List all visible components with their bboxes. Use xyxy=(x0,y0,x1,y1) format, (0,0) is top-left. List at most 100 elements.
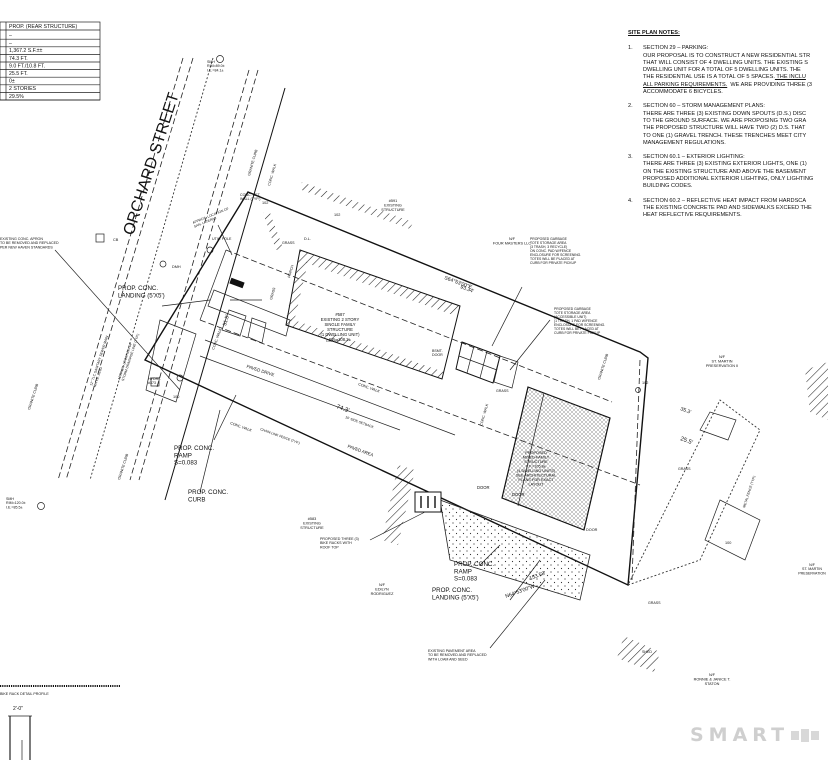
label-line: ROOF TOP xyxy=(320,545,339,549)
note-tail: WE ARE PROVIDING THREE (3 xyxy=(727,81,812,88)
label-dim-153: 153.58' xyxy=(529,570,547,581)
zoning-table-cell: 9.0 FT./10.8 FT. xyxy=(9,63,45,69)
label-dl: D.L. xyxy=(304,237,311,241)
label-line: (ACCESSIBLE UNIT) xyxy=(554,315,586,319)
label-line: BSMT. xyxy=(432,349,443,353)
label-line: PROP. CONC. xyxy=(454,561,494,568)
hatched-walls xyxy=(263,182,828,672)
label-line: (3 TRASH, 3 RECYCLE) xyxy=(530,245,567,249)
label-line: S=0.083 xyxy=(174,460,198,467)
street-name: ORCHARD STREET xyxy=(121,91,183,238)
leader-lines xyxy=(54,249,551,649)
label-line: ON CONC. PAD W/FENCE xyxy=(530,249,572,253)
label-dim-25: 25.5' xyxy=(679,436,693,446)
label-line: PROP. CONC. xyxy=(188,489,228,496)
label-line: EDILYN xyxy=(375,587,389,591)
label-line: ST. MARTIN xyxy=(802,567,822,571)
note-line: TO ONE (1) GRAVEL TRENCH. THESE TRENCHES… xyxy=(643,132,807,139)
label-line: RONNIE & JANICE T. xyxy=(694,677,731,681)
proposed-building xyxy=(501,386,611,531)
label-line: PROPOSED xyxy=(525,451,547,455)
label-line: SEE ARCHITECTURAL xyxy=(516,473,556,477)
label-line: RODRIGUEZ xyxy=(371,592,394,596)
label-line: N/F xyxy=(709,673,716,677)
note-line: THE RESIDENTIAL USE IS A TOTAL OF 5 SPAC… xyxy=(643,74,806,81)
label-dim-100: 100 xyxy=(173,395,179,399)
label-line: FOUR MASTERS LLC xyxy=(493,241,531,245)
label-conc-walk: CONC. WALK xyxy=(479,403,489,426)
label-dim-102: 102 xyxy=(334,213,340,217)
label-grass: GRASS xyxy=(648,601,661,605)
note-line: ON THE EXISTING STRUCTURE AND ABOVE THE … xyxy=(643,168,807,175)
label-util-pole: UTIL. POLE xyxy=(212,237,232,241)
label-line: EXISTING 2 STORY xyxy=(321,317,360,322)
label-sewer-main: 12" TLC SANITARY SEWER MAINMH I.E. 83.83 xyxy=(89,335,113,388)
label-line: (1 DWELLING UNIT) xyxy=(320,332,360,337)
garbage-enclosure xyxy=(455,341,519,389)
label-line: #587 xyxy=(335,312,345,317)
label-line: LANDING (5'X5') xyxy=(118,292,165,299)
label-line: MH I.E. 83.83 xyxy=(93,366,103,387)
label-line: SMH xyxy=(6,497,14,501)
label-line: TOTE STORAGE AREA xyxy=(554,311,591,315)
label-dim-100: 100 xyxy=(725,541,731,545)
note-line: THERE ARE THREE (3) EXISTING EXTERIOR LI… xyxy=(643,161,807,168)
zoning-table-cell: 1,367.2 S.F.±± xyxy=(9,48,43,54)
label-grass: GRASS xyxy=(282,241,295,245)
zoning-table-cell: 29.5% xyxy=(9,94,24,100)
label-line: GRANITE CURB xyxy=(247,148,258,176)
label-line: #373 xyxy=(148,381,156,385)
label-line: RIM=120.0± xyxy=(6,501,26,505)
note-number: 3. xyxy=(628,154,633,161)
label-line: I.E.=84.1± xyxy=(207,68,223,72)
label-line: RIM=89.0± xyxy=(207,64,225,68)
label-line: ENCLOSURE FOR SCREENING. xyxy=(530,253,581,257)
label-door: DOOR xyxy=(477,485,490,490)
note-line: HEAT REFLECTIVE REQUIREMENTS. xyxy=(643,212,742,219)
note-line: OUR PROPOSAL IS TO CONSTRUCT A NEW RESID… xyxy=(643,52,811,59)
label-line: ENCLOSURE FOR SCREENING. xyxy=(554,323,605,327)
label-hydrant: HYDRT.#373 xyxy=(148,377,161,385)
note-item: 3.SECTION 60.1 – EXTERIOR LIGHTING:THERE… xyxy=(628,154,828,190)
label-grass: GRASS xyxy=(269,286,276,300)
label-line: PROPOSED THREE (3) xyxy=(320,537,359,541)
label-line: N/F xyxy=(809,563,816,567)
orchard-street: ORCHARD STREET xyxy=(57,57,286,501)
label-line: STRUCTURE xyxy=(524,460,548,464)
note-line: ALL PARKING REQUIREMENTS. WE ARE PROVIDI… xyxy=(643,81,812,88)
bike-rack-detail: BIKE RACK DETAIL PROFILE 2'-0" xyxy=(0,685,120,760)
label-conc-landing-bot: PROP. CONC.LANDING (5'X5') xyxy=(432,587,479,601)
label-line: 10' SIDE SETBACK xyxy=(345,415,375,429)
label-bsmt-door: BSMT.DOOR xyxy=(432,349,443,357)
label-line: PAVED DRIVE xyxy=(246,364,275,378)
label-dim-102: 102 xyxy=(262,201,268,205)
label-line: N/F xyxy=(719,355,726,359)
label-cb: CB xyxy=(113,238,119,242)
note-item: 4.SECTION 60.2 – REFLECTIVE HEAT IMPACT … xyxy=(628,198,828,220)
label-line: DMH xyxy=(172,265,181,269)
site-plan-notes: SITE PLAN NOTES: 1.SECTION 29 – PARKING:… xyxy=(628,30,828,227)
label-line: CURB xyxy=(188,496,206,503)
note-line: MANAGEMENT REGULATIONS. xyxy=(643,139,726,146)
label-sewer-lateral: APPROX. LOCATION OFSAN. LATERAL xyxy=(192,207,231,229)
zoning-table-cell: – xyxy=(9,33,12,39)
label-conc-walk: CONC. WALK xyxy=(267,163,277,186)
label-line: TOTE STORAGE AREA xyxy=(530,241,567,245)
note-line: SECTION 60.2 – REFLECTIVE HEAT IMPACT FR… xyxy=(643,197,807,204)
label-line: EXISTING xyxy=(384,203,402,207)
note-number: 2. xyxy=(628,103,633,110)
label-dim-74: 74.3' xyxy=(335,403,350,414)
logo-bar-icon xyxy=(801,729,810,742)
label-line: PRESERVATION xyxy=(798,571,826,575)
label-line: F.F.=108.2± xyxy=(329,337,351,342)
label-dim-93: 93.34' xyxy=(459,284,474,294)
